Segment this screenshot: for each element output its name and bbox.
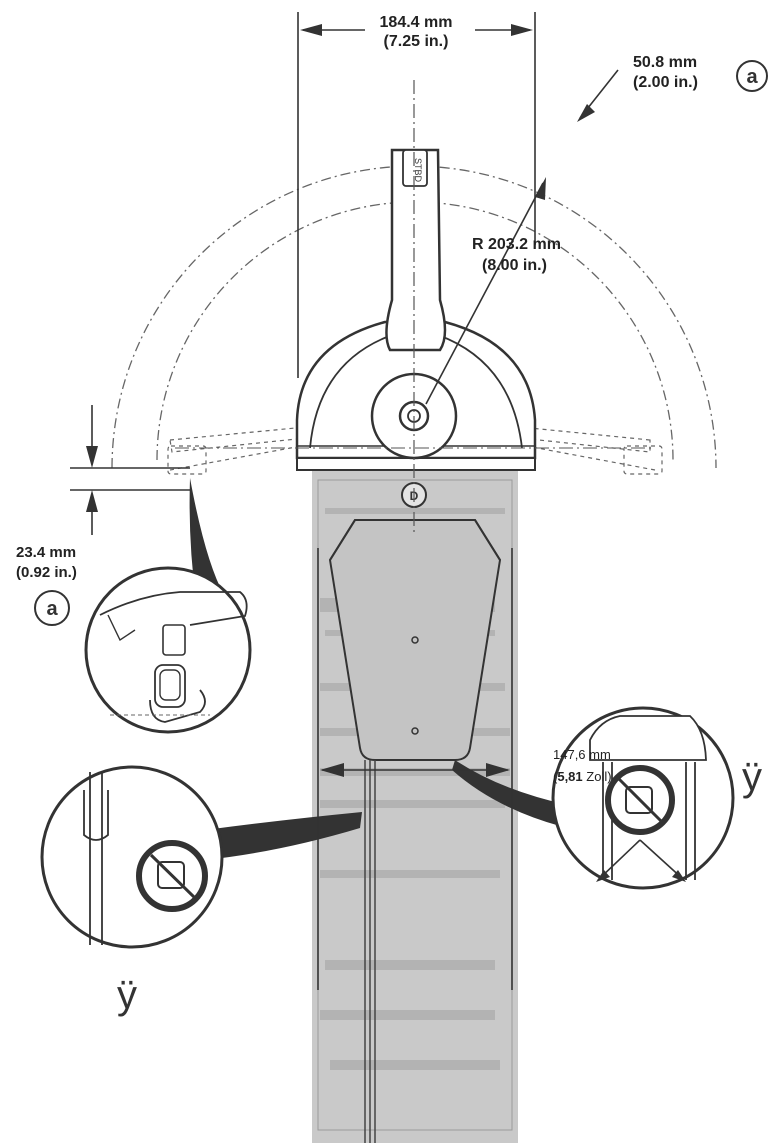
detail-bubble-right: ÿ [452,706,762,890]
offset-mm-label: 50.8 mm [633,54,697,71]
control-cables [364,760,376,1143]
radius-in-label: (8.00 in.) [482,257,547,274]
callout-a-left-letter: a [46,598,58,620]
cutout-zoll-label: (5,81 Zoll) [553,769,612,784]
mounting-template [312,470,518,1143]
width-mm-label: 184.4 mm [380,14,453,31]
template-hole-lower [411,727,419,735]
detail-bubble-left: ÿ [40,765,362,1017]
handle-badge: STBD [413,158,423,183]
width-in-label: (7.25 in.) [384,33,449,50]
cutout-dimension [317,548,513,990]
callout-a-left [34,590,70,626]
template-cutout-outline [328,519,502,761]
offset-in-label: (2.00 in.) [633,74,698,91]
radius-mm-label: R 203.2 mm [472,236,561,253]
callout-y-left: ÿ [117,973,137,1017]
drop-in-label: (0.92 in.) [16,564,77,581]
callout-a-top-letter: a [746,66,758,88]
handle-grip [402,149,428,187]
cutout-mm-label: 147,6 mm [553,747,611,762]
drop-mm-label: 23.4 mm [16,544,76,561]
template-hole-upper [411,636,419,644]
radius-arrow-line [425,182,544,405]
control-housing: STBD D [295,148,537,508]
callout-a-top [736,60,768,92]
control-handle [385,148,447,352]
callout-y-right: ÿ [742,755,762,799]
detail-bubble-hand [84,478,252,734]
